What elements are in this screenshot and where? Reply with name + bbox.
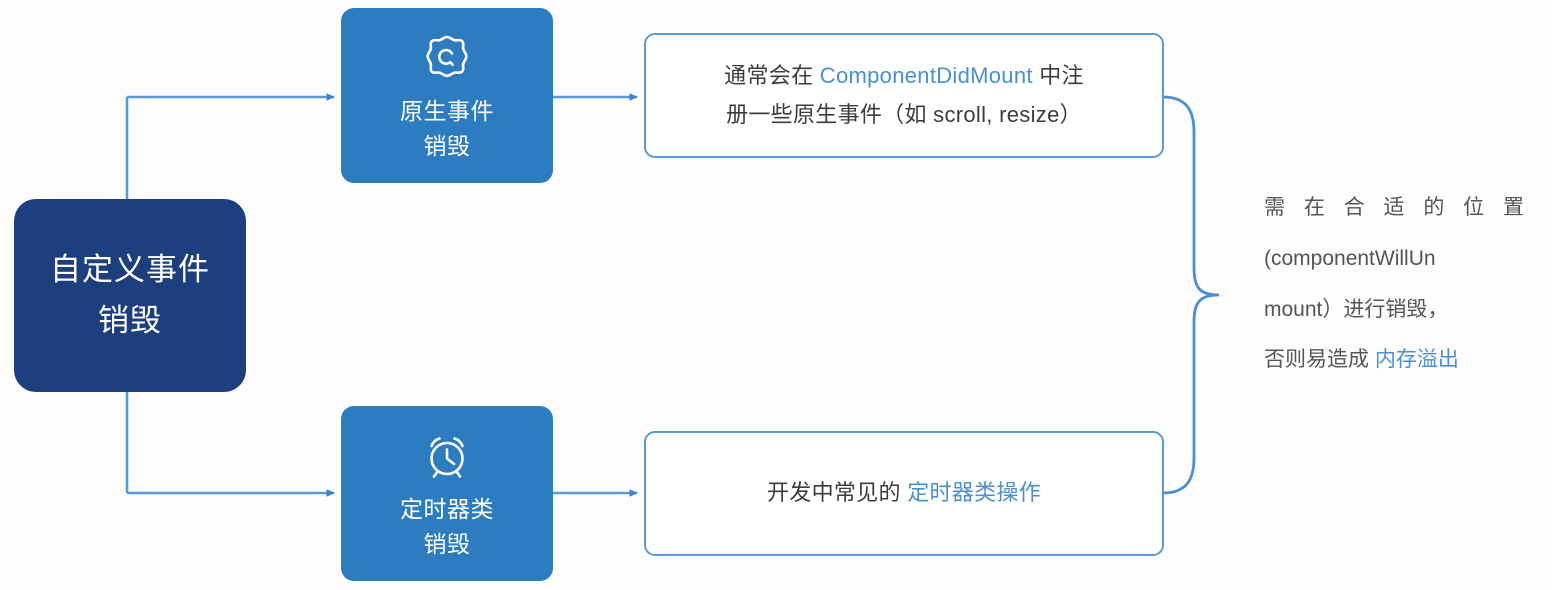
conclusion-line-1: 需 在 合 适 的 位 置: [1264, 196, 1531, 219]
conclusion-line-4: 否则易造成 内存溢出: [1264, 335, 1544, 386]
desc-top-accent: ComponentDidMount: [819, 63, 1033, 88]
alarm-clock-icon: [418, 428, 476, 486]
desc-top-pre: 通常会在: [724, 63, 820, 88]
desc-top-line2: 册一些原生事件（如 scroll, resize）: [726, 101, 1082, 127]
description-box-native-events: 通常会在 ComponentDidMount 中注 册一些原生事件（如 scro…: [644, 33, 1164, 158]
root-node[interactable]: 自定义事件 销毁: [14, 199, 246, 392]
branch-bottom-label-line1: 定时器类: [400, 496, 494, 522]
conclusion-line-4-pre: 否则易造成: [1264, 348, 1375, 372]
summary-brace: [1161, 95, 1220, 495]
branch-bottom-label-line2: 销毁: [423, 530, 471, 557]
description-text-native-events: 通常会在 ComponentDidMount 中注 册一些原生事件（如 scro…: [724, 57, 1084, 134]
root-node-line1: 自定义事件: [50, 252, 210, 288]
branch-node-native-events[interactable]: 原生事件 销毁: [341, 8, 553, 183]
description-box-timers: 开发中常见的 定时器类操作: [644, 431, 1164, 556]
branch-top-label-line1: 原生事件: [400, 98, 494, 124]
conclusion-line-4-accent: 内存溢出: [1374, 348, 1459, 372]
conclusion-text: 需 在 合 适 的 位 置 (componentWillUn mount）进行销…: [1264, 183, 1544, 386]
description-text-timers: 开发中常见的 定时器类操作: [767, 474, 1041, 513]
root-node-line2: 销毁: [98, 302, 162, 338]
branch-top-label-line2: 销毁: [423, 132, 471, 159]
conclusion-line-2: (componentWillUn: [1264, 246, 1436, 270]
gear-flower-icon: [418, 30, 476, 88]
desc-top-post: 中注: [1032, 63, 1084, 88]
conclusion-line-3: mount）进行销毁，: [1264, 297, 1449, 321]
desc-bottom-accent: 定时器类操作: [907, 480, 1042, 506]
desc-bottom-pre: 开发中常见的: [766, 480, 908, 506]
branch-node-timers[interactable]: 定时器类 销毁: [341, 406, 553, 581]
